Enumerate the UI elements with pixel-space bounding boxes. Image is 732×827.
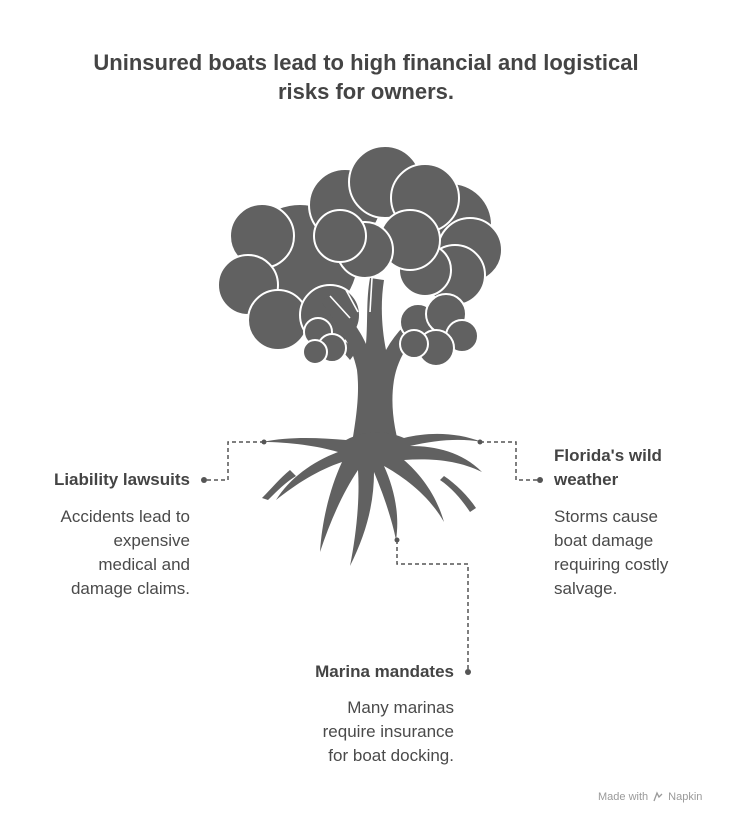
weather-desc-line: requiring costly: [554, 555, 669, 574]
marina-desc-line: Many marinas: [347, 698, 454, 717]
weather-label-line-2: weather: [554, 470, 619, 489]
weather-desc-line: boat damage: [554, 531, 654, 550]
left-canopy: [217, 203, 361, 351]
liability-desc-line: medical and: [98, 555, 190, 574]
top-canopy: [308, 145, 460, 279]
root-dot-left: [261, 439, 267, 445]
title-line-2: risks for owners.: [277, 79, 455, 104]
root-dot-center: [394, 537, 400, 543]
liability-connector: [204, 441, 264, 481]
tree-icon: [217, 145, 503, 351]
title-line-1: Uninsured boats lead to high financial a…: [93, 50, 639, 75]
weather-connector: [480, 441, 540, 481]
weather-desc-line: Storms cause: [554, 507, 658, 526]
connectors: [204, 441, 540, 672]
weather-dot: [537, 477, 543, 483]
diagram-title: Uninsured boats lead to high financial a…: [0, 48, 732, 106]
roots: [262, 432, 482, 566]
liability-dot: [201, 477, 207, 483]
watermark-prefix: Made with: [598, 791, 649, 803]
liability-description: Accidents lead to expensive medical and …: [61, 505, 190, 601]
weather-desc-line: salvage.: [554, 579, 618, 598]
marina-label: Marina mandates: [315, 662, 454, 681]
liability-label: Liability lawsuits: [53, 470, 190, 489]
weather-label: Florida's wild weather: [554, 444, 662, 492]
marina-dot: [465, 669, 471, 675]
connector-dots: [201, 439, 543, 675]
branch-highlights: [329, 277, 373, 319]
napkin-watermark[interactable]: Made with Napkin: [598, 791, 702, 803]
liability-desc-line: Accidents lead to: [60, 507, 190, 526]
small-bushes: [302, 293, 479, 367]
marina-description: Many marinas require insurance for boat …: [323, 696, 454, 768]
napkin-logo-icon: [653, 791, 663, 802]
weather-description: Storms cause boat damage requiring costl…: [554, 505, 668, 601]
liability-desc-line: expensive: [113, 531, 190, 550]
marina-desc-line: for boat docking.: [328, 746, 454, 765]
marina-desc-line: require insurance: [322, 722, 454, 741]
marina-connector: [396, 540, 469, 672]
liability-desc-line: damage claims.: [70, 579, 190, 598]
weather-label-line-1: Florida's wild: [554, 446, 662, 465]
watermark-brand: Napkin: [668, 791, 703, 803]
root-dot-right: [477, 439, 483, 445]
